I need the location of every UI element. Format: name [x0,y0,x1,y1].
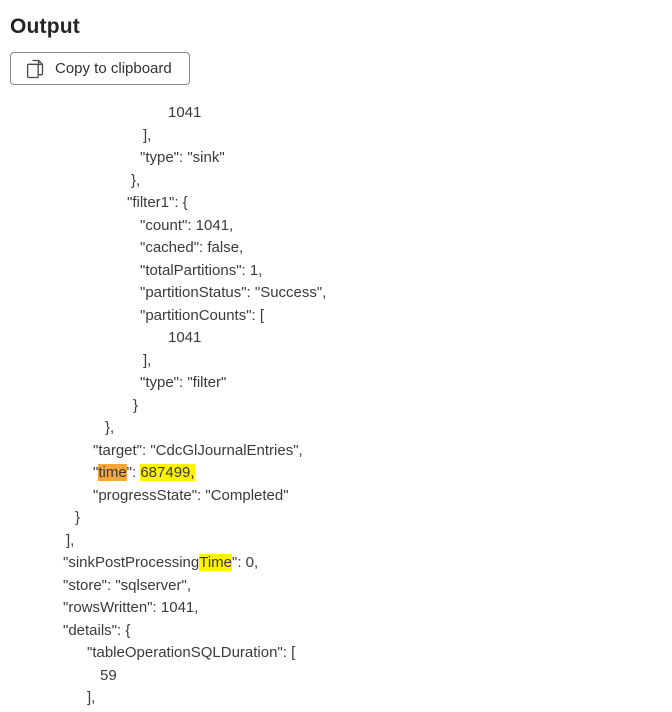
search-highlight-active: time [98,464,127,481]
json-line: "store": "sqlserver", [0,575,672,598]
json-text: "type": "filter" [140,374,227,391]
json-line: "progressState": "Completed" [0,485,672,508]
json-text: ], [87,689,96,706]
json-text: "partitionStatus": "Success", [140,284,327,301]
json-text: ], [143,351,152,369]
copy-to-clipboard-button[interactable]: Copy to clipboard [10,52,190,85]
json-text: "filter1": { [127,194,188,211]
json-line: }, [0,170,672,193]
json-line: "type": "filter" [0,372,672,395]
json-line: }, [0,417,672,440]
json-text: " [93,464,99,481]
json-line: "partitionCounts": [ [0,305,672,328]
json-text: "type": "sink" [140,149,225,166]
json-line: "partitionStatus": "Success", [0,282,672,305]
json-text: ": [126,464,141,481]
json-line: "target": "CdcGlJournalEntries", [0,440,672,463]
json-text: 1041 [168,104,202,121]
json-text: 59 [100,666,117,684]
json-line: ], [0,530,672,553]
json-text: } [133,396,139,414]
json-line: ], [0,125,672,148]
json-line: "tableOperationSQLDuration": [ [0,642,672,665]
copy-icon [26,59,44,79]
json-line: "type": "sink" [0,147,672,170]
page-title: Output [10,15,81,38]
json-line: } [0,395,672,418]
json-text: } [75,509,81,526]
json-text: "progressState": "Completed" [93,486,289,504]
json-text: ], [143,126,152,144]
search-highlight: 687499, [140,464,195,481]
json-text: "details": { [63,621,131,639]
json-line: "count": 1041, [0,215,672,238]
json-text: "count": 1041, [140,216,234,234]
json-line: "cached": false, [0,237,672,260]
json-line: ], [0,350,672,373]
json-text: 1041 [168,329,202,346]
json-text: "store": "sqlserver", [63,576,191,594]
json-text: ], [66,531,75,549]
output-json: 1041], "type": "sink"}, "filter1": { "count… [0,102,672,710]
json-line: 59 [0,665,672,688]
json-line: "rowsWritten": 1041, [0,597,672,620]
json-line: "details": { [0,620,672,643]
json-text: "partitionCounts": [ [140,306,265,324]
json-line: 1041 [0,327,672,350]
json-line: } [0,507,672,530]
json-text: "cached": false, [140,239,244,256]
json-text: "totalPartitions": 1, [140,261,263,279]
json-text: "tableOperationSQLDuration": [ [87,644,296,661]
json-text: ": 0, [232,554,259,571]
search-highlight: Time [199,554,232,571]
json-line: 1041 [0,102,672,125]
json-line: "sinkPostProcessingTime": 0, [0,552,672,575]
json-line: "totalPartitions": 1, [0,260,672,283]
copy-button-label: Copy to clipboard [55,60,172,77]
json-text: }, [131,171,141,189]
json-text: "target": "CdcGlJournalEntries", [93,441,303,459]
json-line: ], [0,687,672,710]
json-line: "time": 687499, [0,462,672,485]
json-line: "filter1": { [0,192,672,215]
json-text: }, [105,419,115,436]
json-text: "sinkPostProcessing [63,554,200,571]
json-text: "rowsWritten": 1041, [63,599,199,616]
